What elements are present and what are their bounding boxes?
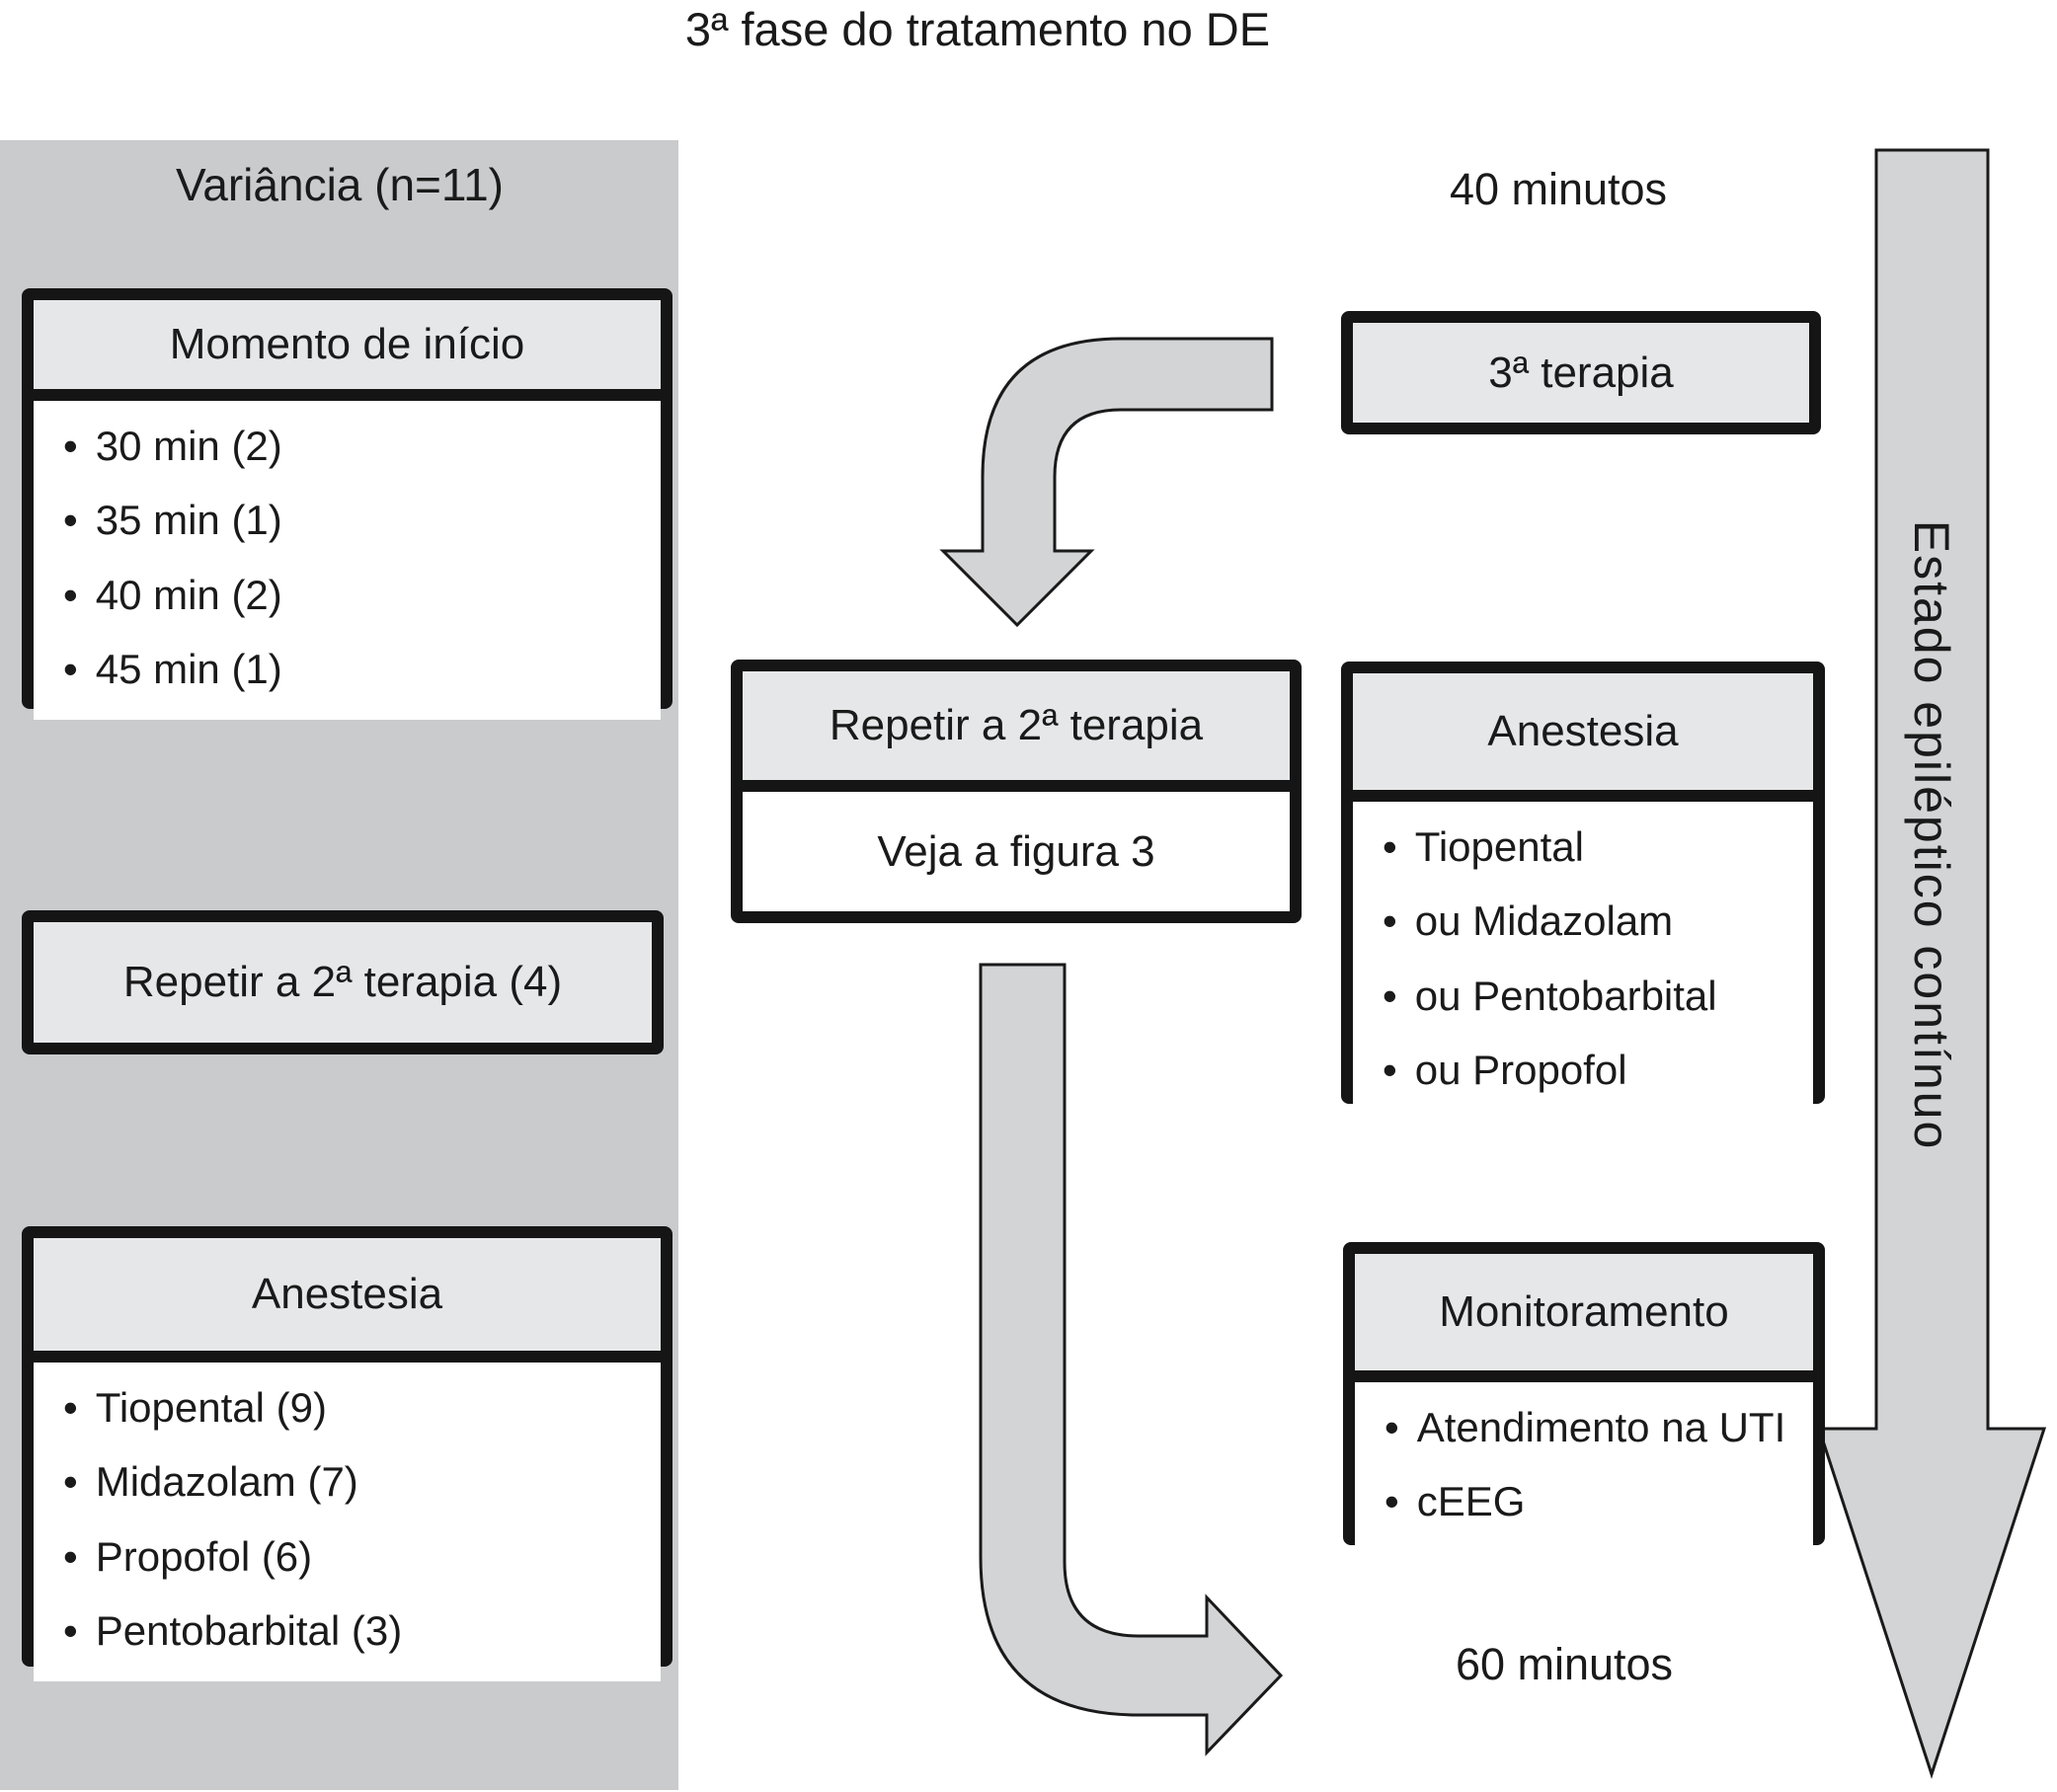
list-item: Tiopental (9) (63, 1384, 647, 1432)
list-item: Pentobarbital (3) (63, 1607, 647, 1655)
elbow-arrow-right-icon (979, 963, 1284, 1756)
monitoramento-box: Monitoramento Atendimento na UTI cEEG (1343, 1242, 1825, 1553)
repetir-terapia-count-box: Repetir a 2ª terapia (4) (22, 910, 664, 1054)
list-item: ou Propofol (1383, 1047, 1799, 1094)
anestesia-options-list: Tiopental ou Midazolam ou Pentobarbital … (1353, 802, 1813, 1122)
terceira-terapia-box: 3ª terapia (1341, 311, 1821, 434)
list-item: Propofol (6) (63, 1533, 647, 1581)
page-title: 3ª fase do tratamento no DE (684, 3, 1271, 55)
continuous-status-arrow-icon (1816, 148, 2047, 1779)
momento-inicio-box: Momento de início 30 min (2) 35 min (1) … (22, 288, 672, 721)
variance-panel-title: Variância (n=11) (176, 159, 504, 210)
list-item: 45 min (1) (63, 646, 647, 693)
list-item: Midazolam (7) (63, 1458, 647, 1506)
repetir-terapia-note: Veja a figura 3 (743, 792, 1290, 911)
list-item: Tiopental (1383, 823, 1799, 871)
list-item: 40 min (2) (63, 572, 647, 619)
anestesia-variance-header: Anestesia (34, 1238, 661, 1363)
list-item: cEEG (1385, 1478, 1799, 1525)
momento-inicio-header: Momento de início (34, 300, 661, 401)
monitoramento-header: Monitoramento (1355, 1254, 1813, 1382)
anestesia-options-header: Anestesia (1353, 673, 1813, 802)
list-item: 35 min (1) (63, 497, 647, 544)
anestesia-variance-list: Tiopental (9) Midazolam (7) Propofol (6)… (34, 1363, 661, 1682)
anestesia-options-box: Anestesia Tiopental ou Midazolam ou Pent… (1341, 662, 1825, 1122)
repetir-terapia-header: Repetir a 2ª terapia (743, 671, 1290, 792)
momento-inicio-list: 30 min (2) 35 min (1) 40 min (2) 45 min … (34, 401, 661, 721)
list-item: 30 min (2) (63, 423, 647, 470)
list-item: ou Midazolam (1383, 897, 1799, 945)
elbow-arrow-down-icon (939, 337, 1274, 628)
list-item: ou Pentobarbital (1383, 973, 1799, 1020)
monitoramento-list: Atendimento na UTI cEEG (1355, 1382, 1813, 1553)
list-item: Atendimento na UTI (1385, 1404, 1799, 1451)
timeline-40-minutes-label: 40 minutos (1449, 164, 1668, 214)
timeline-60-minutes-label: 60 minutos (1455, 1639, 1674, 1689)
repetir-terapia-box: Repetir a 2ª terapia Veja a figura 3 (731, 660, 1302, 923)
continuous-status-arrow-label: Estado epiléptico contínuo (1904, 519, 1959, 1151)
anestesia-variance-box: Anestesia Tiopental (9) Midazolam (7) Pr… (22, 1226, 672, 1682)
